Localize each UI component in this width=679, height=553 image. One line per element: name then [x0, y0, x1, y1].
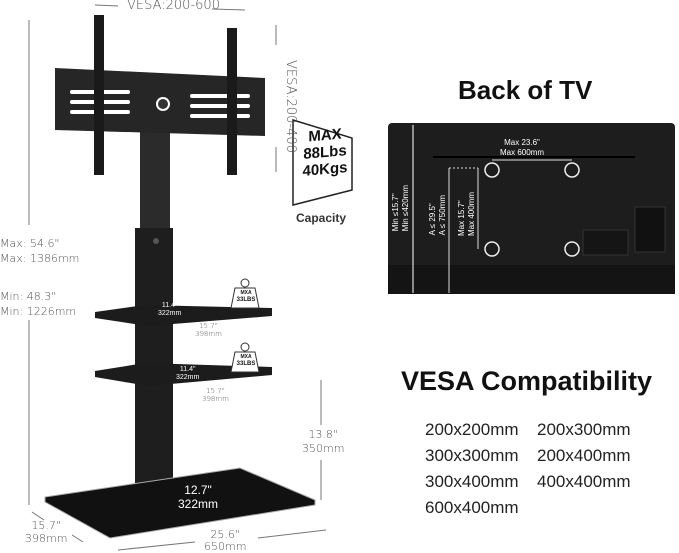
vesa-holes	[484, 162, 580, 257]
min-height-in: Min: 48.3"	[0, 290, 57, 303]
back-of-tv-title: Back of TV	[458, 75, 593, 105]
vesa-size: 200x200mm	[425, 420, 519, 439]
shelf-gap-label: 13.8"350mm	[302, 428, 345, 455]
shelf-weight-badge-icons	[230, 278, 260, 373]
vesa-size: 400x400mm	[537, 472, 631, 491]
vesa-height-label: VESA:200-400	[283, 60, 298, 153]
base-width-label: 25.6"650mm	[204, 528, 247, 553]
mount-bracket-left	[94, 15, 104, 175]
tv-max-width: Max 23.6"Max 600mm	[500, 138, 545, 157]
shelf-top	[95, 305, 272, 326]
max-height-in: Max: 54.6"	[0, 237, 60, 250]
shelf2-depth: 11.4"322mm	[176, 366, 200, 381]
tv-max-height: Max 15.7"Max 400mm	[457, 192, 476, 237]
base-side-label: 15.7"398mm	[25, 519, 68, 545]
max-height-label: Max: 54.6" Max: 1386mm	[0, 236, 79, 266]
base-depth-label: 12.7"322mm	[178, 483, 219, 511]
capacity-text: MAX 88Lbs 40Kgs	[300, 125, 350, 180]
capacity-box	[292, 118, 353, 206]
mount-bracket-right	[227, 28, 237, 175]
max-height-mm: Max: 1386mm	[0, 252, 80, 265]
vesa-size: 200x400mm	[537, 446, 631, 465]
vesa-width-label: VESA:200-600	[127, 0, 220, 13]
vesa-size-list: 200x200mm 200x300mm 300x300mm 200x400mm 30…	[425, 417, 665, 521]
vesa-compatibility-title: VESA Compatibility	[401, 366, 653, 396]
min-height-label: Min: 48.3" Min: 1226mm	[0, 289, 76, 319]
shelf2-width: 15.7"398mm	[202, 387, 229, 403]
vesa-size: 300x400mm	[425, 472, 519, 491]
vesa-size: 200x300mm	[537, 420, 631, 439]
shelf1-width: 15.7"398mm	[195, 322, 222, 338]
min-height-mm: Min: 1226mm	[0, 305, 77, 318]
capacity-label: Capacity	[296, 211, 347, 225]
tv-min-height: Min ≤15.7"Min ≤420mm	[391, 185, 410, 232]
vesa-size: 600x400mm	[425, 498, 519, 517]
column-lower	[135, 228, 173, 493]
vesa-size: 300x300mm	[425, 446, 519, 465]
shelf-bottom	[95, 363, 272, 386]
glass-base	[44, 467, 316, 539]
shelf1-depth: 11.4"322mm	[158, 302, 182, 317]
tv-a-dimension: A ≤ 29.5"A ≤ 750mm	[428, 195, 447, 236]
